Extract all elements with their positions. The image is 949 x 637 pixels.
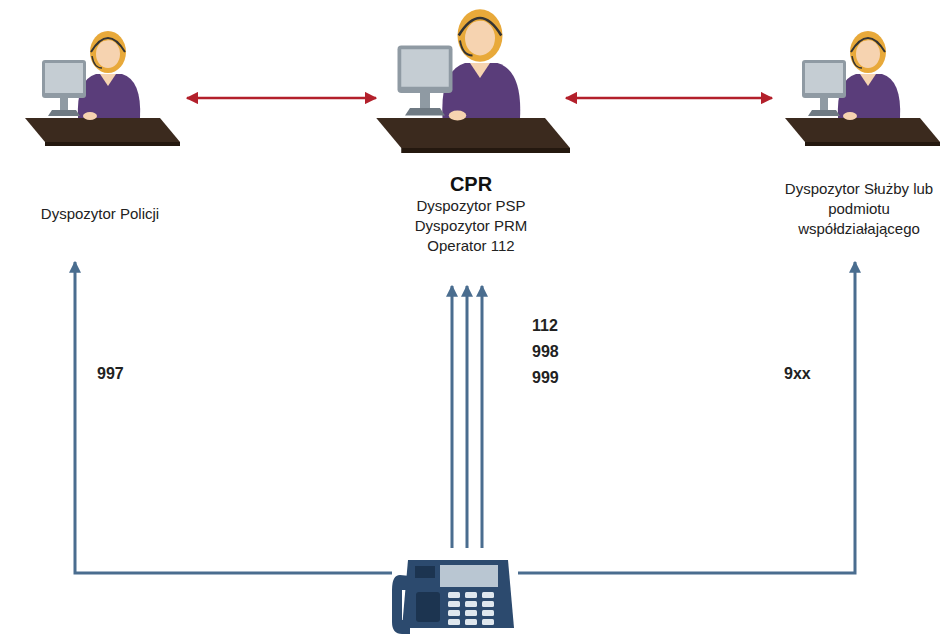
call-line	[75, 262, 392, 573]
center-name: CPR	[450, 172, 492, 196]
phone-number: 112	[530, 316, 560, 336]
dispatcher-figure	[376, 9, 570, 153]
link-arrow	[566, 97, 772, 100]
call-line	[518, 262, 855, 573]
dispatcher-figure	[785, 31, 940, 146]
phone-number: 9xx	[782, 364, 813, 384]
dispatcher-station: CPRDyspozytor PSPDyspozytor PRMOperator …	[378, 0, 564, 262]
dispatcher-station: Dyspozytor Służby lub podmiotu współdzia…	[774, 30, 944, 245]
link-arrow	[187, 97, 376, 100]
role-label: Operator 112	[427, 236, 514, 256]
dispatcher-station: Dyspozytor Policji	[15, 30, 185, 230]
phone-number: 998	[530, 342, 561, 362]
phone-number: 997	[95, 364, 126, 384]
role-label: Dyspozytor Służby lub podmiotu współdzia…	[784, 179, 934, 239]
call-line	[451, 286, 454, 548]
call-line	[481, 286, 484, 548]
telephone	[392, 560, 514, 634]
role-label: Dyspozytor PSP	[416, 196, 525, 216]
phone-number: 999	[530, 368, 561, 388]
role-label: Dyspozytor PRM	[415, 216, 528, 236]
call-line	[466, 286, 469, 548]
role-label: Dyspozytor Policji	[41, 204, 159, 224]
dispatcher-figure	[25, 31, 180, 146]
